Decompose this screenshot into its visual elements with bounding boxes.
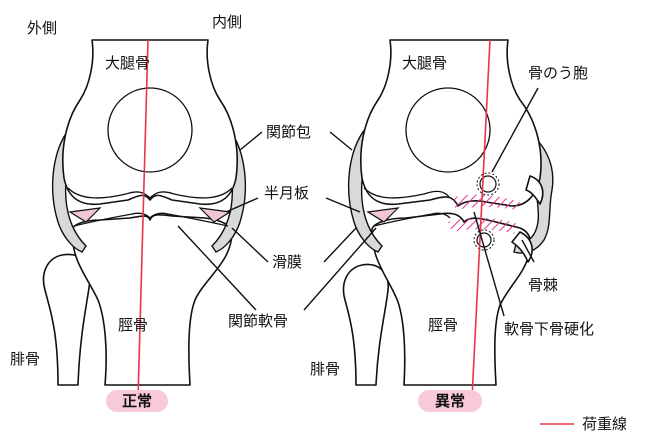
normal-femur-shape	[61, 39, 239, 206]
label-articular-cartilage: 関節軟骨	[228, 312, 288, 330]
abnormal-knee	[342, 39, 554, 399]
label-state-normal: 正常	[122, 392, 152, 410]
text-labels: 外側 内側 大腿骨 大腿骨 関節包 半月板 滑膜 関節軟骨 脛骨 脛骨 腓骨 腓…	[10, 13, 594, 378]
label-state-abnormal: 異常	[435, 392, 465, 410]
abnormal-femoral-cartilage	[363, 187, 451, 199]
label-tibia-abnormal: 脛骨	[428, 316, 458, 334]
leader-capsule-normal	[239, 131, 263, 151]
abnormal-pill-bg	[418, 390, 482, 412]
label-femur-abnormal: 大腿骨	[402, 54, 447, 72]
abnormal-femur-shape	[359, 39, 542, 207]
label-femur-normal: 大腿骨	[105, 54, 150, 72]
abnormal-tibial-cartilage	[373, 212, 451, 227]
label-joint-capsule: 関節包	[266, 123, 311, 141]
state-normal-pill: 正常	[106, 390, 168, 412]
leader-meniscus-abnormal	[325, 197, 361, 213]
leader-cartilage-abnormal	[303, 227, 377, 311]
state-abnormal-pill: 異常	[418, 390, 482, 412]
leader-capsule-abnormal	[329, 131, 353, 151]
label-osteophyte: 骨棘	[528, 276, 558, 294]
normal-tibia-shape	[71, 214, 233, 386]
label-meniscus: 半月板	[264, 184, 309, 202]
abnormal-intercondylar-notch	[405, 87, 491, 173]
label-lateral: 外側	[27, 19, 57, 37]
legend: 荷重線	[540, 415, 627, 433]
label-tibia-normal: 脛骨	[118, 316, 148, 334]
abnormal-sclerosis-femur	[452, 194, 520, 210]
abnormal-sclerosis-tibia	[448, 217, 518, 234]
leader-lines	[177, 87, 539, 317]
leader-osteophyte	[521, 239, 535, 263]
leader-synovium-abnormal	[323, 227, 357, 263]
normal-pill-bg	[106, 390, 168, 412]
abnormal-meniscus-left	[366, 207, 400, 223]
normal-femoral-cartilage	[67, 187, 233, 199]
leader-meniscus-normal	[225, 197, 259, 213]
leader-cartilage-normal	[177, 225, 257, 311]
abnormal-bone-cyst-lower-ring	[473, 229, 495, 251]
leader-bone-cyst	[491, 87, 539, 173]
abnormal-femoral-spur	[525, 175, 544, 205]
label-synovium: 滑膜	[272, 253, 302, 271]
label-fibula-normal: 腓骨	[10, 350, 40, 368]
abnormal-bone-cyst-upper-ring	[476, 172, 500, 196]
leader-sclerosis	[473, 211, 505, 317]
label-fibula-abnormal: 腓骨	[310, 360, 340, 378]
legend-load-line-label: 荷重線	[582, 415, 627, 433]
abnormal-tibia-shape	[371, 212, 532, 386]
normal-intercondylar-notch	[107, 87, 193, 173]
label-medial: 内側	[212, 13, 242, 31]
leader-synovium-normal	[231, 227, 269, 263]
abnormal-load-line	[471, 39, 491, 399]
normal-meniscus-left	[68, 207, 102, 223]
normal-tibial-cartilage	[73, 212, 229, 227]
normal-load-line	[137, 39, 149, 399]
abnormal-bone-cyst-upper	[479, 175, 497, 193]
label-bone-cyst: 骨のう胞	[528, 64, 588, 82]
normal-knee	[42, 39, 247, 399]
normal-meniscus-right	[198, 207, 232, 223]
abnormal-fibula-shape	[342, 263, 389, 386]
label-subchondral-sclerosis: 軟骨下骨硬化	[504, 320, 594, 338]
abnormal-tibial-spur	[511, 231, 533, 263]
